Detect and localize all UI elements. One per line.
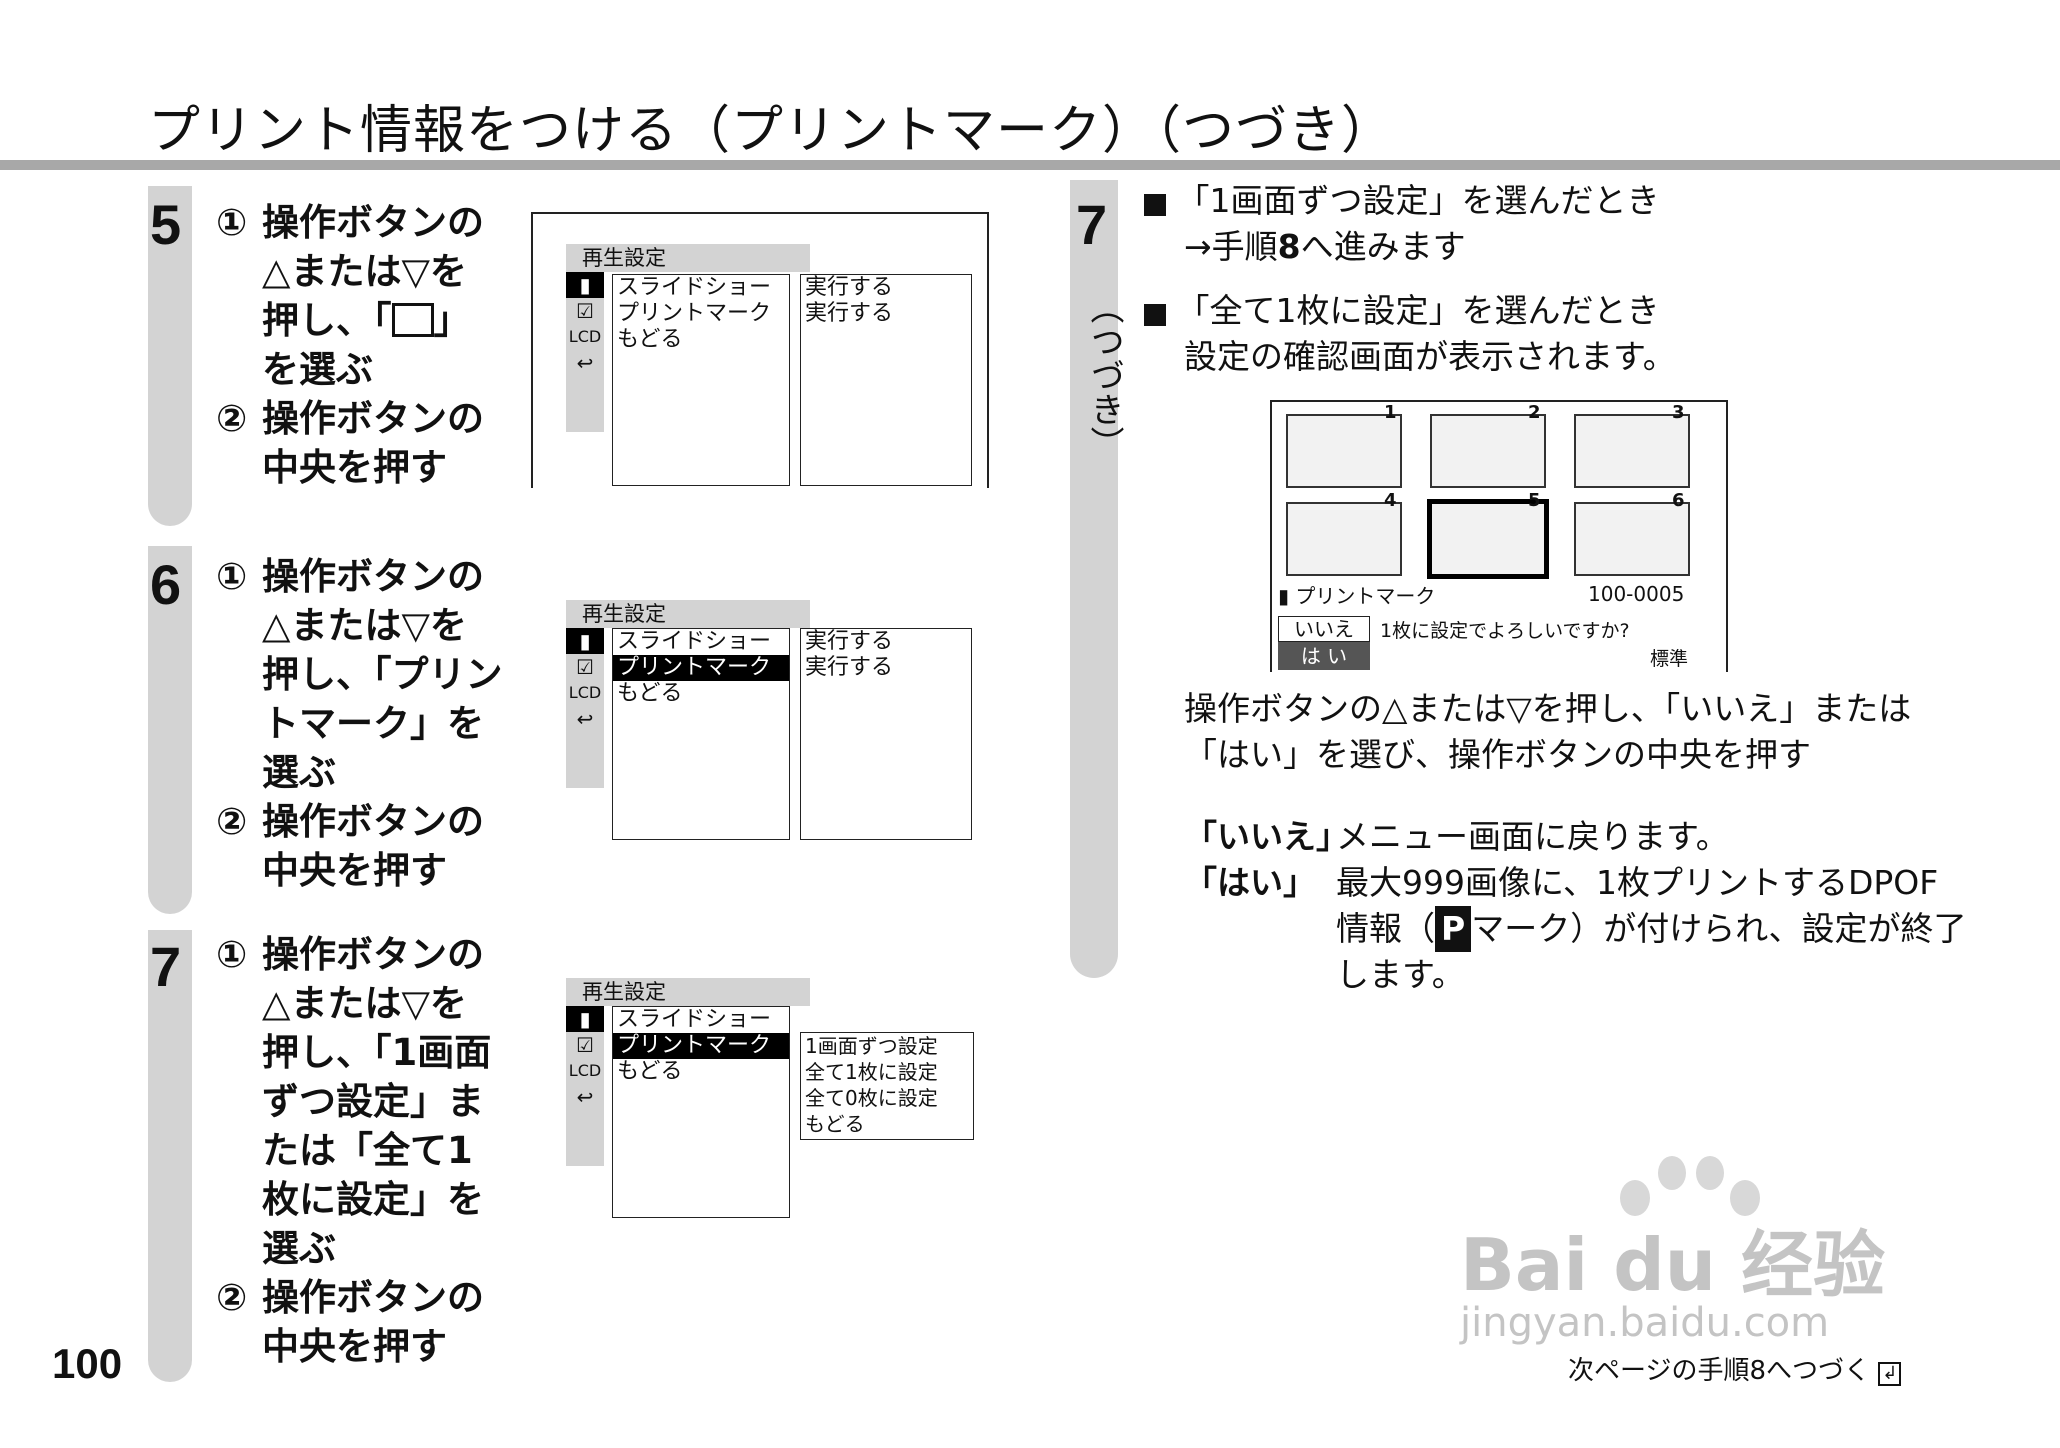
case2: 「全て1枚に設定」を選んだとき 設定の確認画面が表示されます。 bbox=[1144, 288, 1676, 380]
step-5-number: 5 bbox=[150, 193, 182, 256]
step-7-number: 7 bbox=[150, 935, 182, 998]
menu-option-execute[interactable]: 実行する bbox=[805, 275, 894, 300]
menu-title: 再生設定 bbox=[566, 978, 810, 1006]
case1: 「1画面ずつ設定」を選んだとき →手順8へ進みます bbox=[1144, 178, 1660, 270]
step-7-bar bbox=[148, 930, 192, 1382]
menu-title: 再生設定 bbox=[566, 244, 810, 272]
thumbnail[interactable] bbox=[1574, 502, 1690, 576]
p-mark-icon: P bbox=[1435, 906, 1472, 952]
menu-right-panel: 実行する 実行する bbox=[800, 274, 972, 486]
header-rule bbox=[0, 160, 2060, 170]
print-check-icon: ☑ bbox=[576, 1033, 594, 1057]
continue-arrow-icon: ↲ bbox=[1878, 1362, 1902, 1386]
print-check-icon: ☑ bbox=[576, 299, 594, 323]
playback-icon: ▮ bbox=[566, 628, 604, 654]
menu-items-panel: スライドショー プリントマーク もどる bbox=[612, 628, 790, 840]
menu-item-back[interactable]: もどる bbox=[617, 327, 683, 352]
baidu-logo-text: Bai du 经验 bbox=[1460, 1223, 1886, 1307]
no-option[interactable]: いいえ bbox=[1278, 616, 1370, 642]
thumbnail[interactable] bbox=[1574, 414, 1690, 488]
return-icon: ↩ bbox=[576, 1085, 594, 1109]
printmark-row: ▮ プリントマーク bbox=[1278, 584, 1436, 608]
menu-item-slideshow[interactable]: スライドショー bbox=[617, 629, 772, 654]
menu-option-all-one[interactable]: 全て1枚に設定 bbox=[805, 1060, 938, 1084]
step-6-number: 6 bbox=[150, 553, 182, 616]
menu-item-printmark-selected[interactable]: プリントマーク bbox=[613, 1033, 789, 1059]
baidu-watermark: Bai du 经验 jingyan.baidu.com bbox=[1460, 1150, 1940, 1350]
playback-tab-icon bbox=[391, 303, 434, 337]
menu-item-back[interactable]: もどる bbox=[617, 681, 683, 706]
menu-option-one-by-one[interactable]: 1画面ずつ設定 bbox=[805, 1034, 938, 1058]
thumbnail[interactable] bbox=[1286, 502, 1402, 576]
menu-items-panel: スライドショー プリントマーク もどる bbox=[612, 274, 790, 486]
step-5-menu-frame bbox=[531, 212, 989, 488]
step-7-cont-bar bbox=[1070, 180, 1118, 978]
menu-item-back[interactable]: もどる bbox=[617, 1059, 683, 1084]
playback-icon: ▮ bbox=[566, 272, 604, 298]
menu-option-execute[interactable]: 実行する bbox=[805, 301, 894, 326]
menu-option-all-zero[interactable]: 全て0枚に設定 bbox=[805, 1086, 938, 1110]
thumbnail[interactable] bbox=[1286, 414, 1402, 488]
lcd-label: LCD bbox=[568, 327, 602, 346]
menu-side-strip: ▮ ☑ LCD ↩ bbox=[566, 628, 604, 788]
step-7-cont-number: 7 bbox=[1076, 193, 1108, 256]
playback-icon: ▮ bbox=[1278, 584, 1290, 608]
menu-item-printmark-selected[interactable]: プリントマーク bbox=[613, 655, 789, 681]
file-number: 100-0005 bbox=[1588, 582, 1685, 606]
baidu-paw-icon bbox=[1620, 1150, 1760, 1240]
menu-side-strip: ▮ ☑ LCD ↩ bbox=[566, 272, 604, 432]
page-title: プリント情報をつける（プリントマーク）（つづき） bbox=[148, 101, 1395, 161]
menu-items-panel: スライドショー プリントマーク もどる bbox=[612, 1006, 790, 1218]
confirm-question: 1枚に設定でよろしいですか? bbox=[1380, 620, 1630, 642]
confirm-screen: 1 2 3 4 5 6 ▮ プリントマーク 100-0005 いいえ は い 1… bbox=[1270, 400, 1728, 672]
lcd-label: LCD bbox=[568, 683, 602, 702]
menu-right-panel: 実行する 実行する bbox=[800, 628, 972, 840]
menu-title: 再生設定 bbox=[566, 600, 810, 628]
next-page-note: 次ページの手順8へつづく ↲ bbox=[1568, 1350, 1902, 1387]
menu-side-strip: ▮ ☑ LCD ↩ bbox=[566, 1006, 604, 1166]
tsuzuki-label: （つづき） bbox=[1084, 290, 1124, 460]
quality-label: 標準 bbox=[1650, 648, 1689, 670]
menu-item-slideshow[interactable]: スライドショー bbox=[617, 1007, 772, 1032]
menu-option-execute[interactable]: 実行する bbox=[805, 655, 894, 680]
menu-option-back[interactable]: もどる bbox=[805, 1112, 865, 1136]
step-5-bar bbox=[148, 186, 192, 526]
menu-right-panel: 1画面ずつ設定 全て1枚に設定 全て0枚に設定 もどる bbox=[800, 1032, 974, 1140]
page-number: 100 bbox=[52, 1340, 123, 1387]
yes-option[interactable]: は い bbox=[1278, 642, 1370, 670]
thumbnail-selected[interactable] bbox=[1427, 499, 1549, 579]
print-check-icon: ☑ bbox=[576, 655, 594, 679]
menu-item-slideshow[interactable]: スライドショー bbox=[617, 275, 772, 300]
step-6-bar bbox=[148, 546, 192, 914]
playback-icon: ▮ bbox=[566, 1006, 604, 1032]
return-icon: ↩ bbox=[576, 351, 594, 375]
menu-option-execute[interactable]: 実行する bbox=[805, 629, 894, 654]
instruction-block: 操作ボタンの△または▽を押し、「いいえ」または 「はい」を選び、操作ボタンの中央… bbox=[1184, 689, 1912, 774]
menu-item-printmark[interactable]: プリントマーク bbox=[617, 301, 772, 326]
thumbnail[interactable] bbox=[1430, 414, 1546, 488]
square-bullet-icon bbox=[1144, 194, 1166, 216]
result-descriptions: 「いいえ」メニュー画面に戻ります。 「はい」最大999画像に、1枚プリントするD… bbox=[1184, 817, 1967, 994]
return-icon: ↩ bbox=[576, 707, 594, 731]
lcd-label: LCD bbox=[568, 1061, 602, 1080]
baidu-url: jingyan.baidu.com bbox=[1460, 1300, 1830, 1346]
square-bullet-icon bbox=[1144, 304, 1166, 326]
